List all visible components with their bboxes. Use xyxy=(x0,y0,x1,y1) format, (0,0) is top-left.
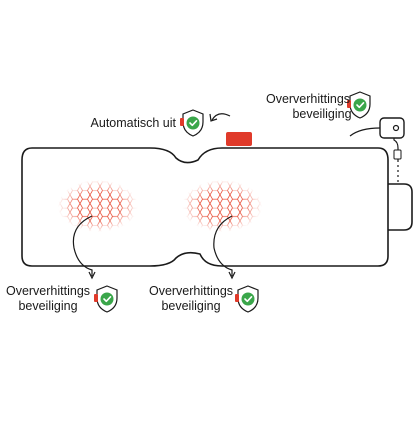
label-overheat-left: Oververhittings beveiliging xyxy=(0,284,96,314)
curved-arrow-icon xyxy=(213,215,233,276)
controller xyxy=(349,117,405,160)
heating-zone-right xyxy=(182,180,262,232)
curved-arrow-icon xyxy=(211,113,231,121)
shield-check-icon xyxy=(347,91,371,119)
overheat-left-line1: Oververhittings xyxy=(5,284,91,298)
mat-outline xyxy=(21,147,389,267)
power-button xyxy=(226,132,252,146)
arrow-head-left xyxy=(88,271,96,280)
connector-tab xyxy=(388,183,413,231)
overheat-top-line1: Oververhittings xyxy=(265,92,351,106)
overheat-left-line2: beveiliging xyxy=(18,299,78,313)
arrow-head-auto xyxy=(209,113,218,122)
shield-check-icon xyxy=(180,109,204,137)
overheat-top-line2: beveiliging xyxy=(292,107,352,121)
label-overheat-mid: Oververhittings beveiliging xyxy=(144,284,238,314)
label-overheat-top: Oververhittings beveiliging xyxy=(250,92,366,122)
auto-off-text: Automatisch uit xyxy=(90,116,176,130)
heating-zone-left xyxy=(58,180,138,232)
overheat-mid-line1: Oververhittings xyxy=(148,284,234,298)
shield-check-icon xyxy=(94,285,118,313)
shield-check-icon xyxy=(235,285,259,313)
curved-arrow-icon xyxy=(72,215,93,276)
overheat-mid-line2: beveiliging xyxy=(161,299,221,313)
arrow-head-mid xyxy=(228,271,236,280)
label-auto-off: Automatisch uit xyxy=(60,116,176,131)
